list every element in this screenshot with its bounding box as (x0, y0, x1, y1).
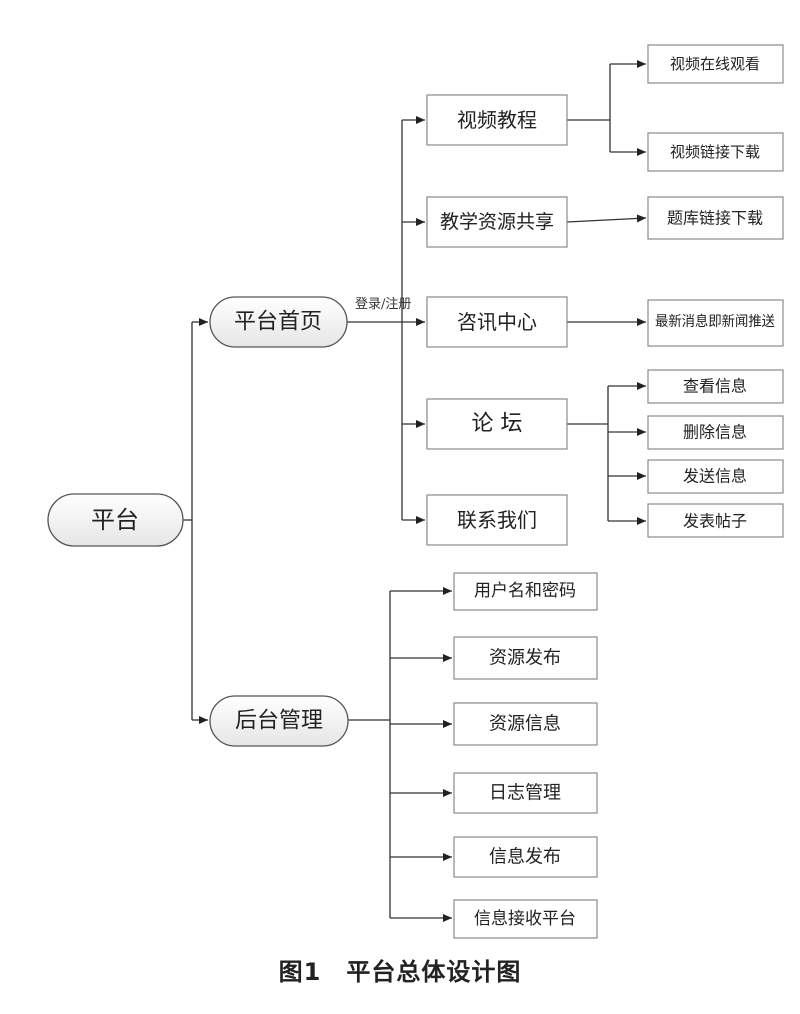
svg-text:发送信息: 发送信息 (683, 467, 747, 486)
node-video-tutorial: 视频教程 (426, 94, 568, 146)
figure-caption: 图1 平台总体设计图 (278, 958, 522, 986)
svg-text:联系我们: 联系我们 (457, 508, 537, 532)
node-post-thread: 发表帖子 (647, 503, 784, 538)
home-node: 平台首页 (209, 296, 348, 348)
svg-text:视频链接下载: 视频链接下载 (670, 143, 760, 161)
svg-text:最新消息即新闻推送: 最新消息即新闻推送 (655, 313, 775, 330)
svg-text:查看信息: 查看信息 (683, 377, 747, 396)
node-resource-share: 教学资源共享 (426, 196, 568, 248)
node-forum: 论 坛 (426, 398, 568, 450)
admin-node: 后台管理 (209, 695, 349, 747)
login-register-label: 登录/注册 (355, 297, 411, 312)
svg-text:信息发布: 信息发布 (489, 847, 561, 868)
node-delete-info: 删除信息 (647, 415, 784, 450)
svg-text:咨讯中心: 咨讯中心 (457, 310, 537, 334)
svg-text:视频在线观看: 视频在线观看 (670, 55, 760, 73)
root-node: 平台 (47, 493, 184, 547)
node-contact-us: 联系我们 (426, 494, 568, 546)
svg-text:视频教程: 视频教程 (457, 108, 537, 132)
node-info-publish: 信息发布 (453, 836, 598, 878)
svg-text:用户名和密码: 用户名和密码 (474, 581, 576, 601)
svg-text:日志管理: 日志管理 (489, 783, 561, 804)
edge-share-bank (566, 214, 647, 223)
node-send-info: 发送信息 (647, 459, 784, 494)
node-video-download: 视频链接下载 (647, 132, 784, 172)
svg-text:论 坛: 论 坛 (472, 412, 523, 437)
node-resource-publish: 资源发布 (453, 636, 598, 680)
node-news-center: 咨讯中心 (426, 296, 568, 348)
node-news-push: 最新消息即新闻推送 (647, 299, 784, 347)
svg-text:教学资源共享: 教学资源共享 (440, 211, 554, 233)
node-view-info: 查看信息 (647, 369, 784, 404)
node-question-bank: 题库链接下载 (647, 196, 784, 240)
svg-text:题库链接下载: 题库链接下载 (667, 209, 763, 228)
node-resource-info: 资源信息 (453, 702, 598, 746)
svg-text:资源信息: 资源信息 (489, 714, 561, 735)
svg-text:资源发布: 资源发布 (489, 648, 561, 669)
node-username-password: 用户名和密码 (453, 572, 598, 611)
svg-text:平台: 平台 (91, 506, 139, 534)
svg-text:后台管理: 后台管理 (235, 709, 323, 734)
svg-text:平台首页: 平台首页 (234, 310, 322, 335)
svg-text:信息接收平台: 信息接收平台 (474, 909, 576, 929)
node-info-receive: 信息接收平台 (453, 899, 598, 939)
node-log-management: 日志管理 (453, 772, 598, 814)
platform-design-diagram: 登录/注册 平台 平台首页 后台管理 视频教程 教学资源共享 咨讯中心 论 坛 … (47, 44, 784, 939)
svg-text:删除信息: 删除信息 (683, 423, 747, 442)
node-video-online: 视频在线观看 (647, 44, 784, 84)
edges (183, 60, 647, 922)
svg-text:发表帖子: 发表帖子 (683, 512, 747, 531)
